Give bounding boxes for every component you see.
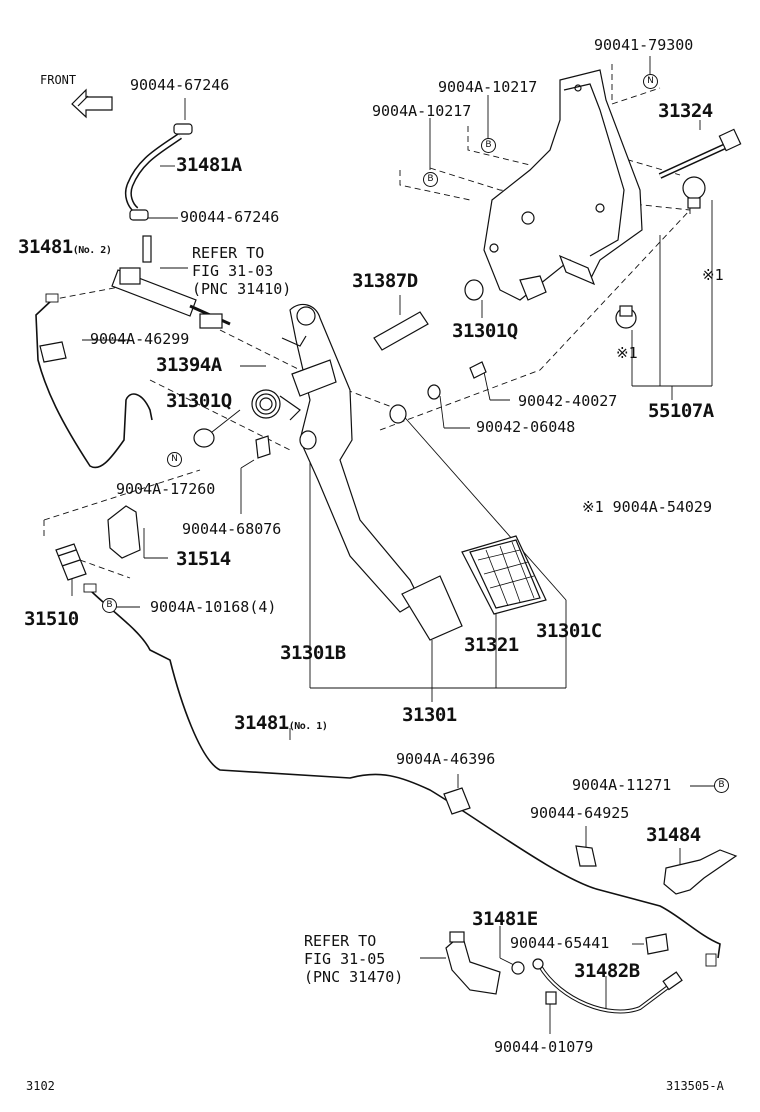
small-fasteners (193, 279, 487, 459)
mark-b-2: B (423, 172, 438, 187)
part-9004a-10217-a: 9004A-10217 (438, 78, 538, 96)
part-31324: 31324 (658, 100, 713, 122)
part-31394a: 31394A (156, 354, 222, 376)
mark-b-4: B (714, 778, 729, 793)
part-90044-67246-a: 90044-67246 (130, 76, 230, 94)
part-31481-no2: 31481(No. 2) (18, 236, 112, 258)
part-9004a-17260: 9004A-17260 (116, 480, 216, 498)
pedal-bracket (483, 69, 643, 301)
part-31301q-b: 31301Q (166, 390, 232, 412)
part-90044-68076: 90044-68076 (182, 520, 282, 538)
part-31301b: 31301B (280, 642, 346, 664)
part-90042-40027: 90042-40027 (518, 392, 618, 410)
part-31321: 31321 (464, 634, 519, 656)
part-31510: 31510 (24, 608, 79, 630)
part-9004a-46299: 9004A-46299 (90, 330, 190, 348)
pedal-pad (461, 535, 547, 615)
switch-bracket (107, 505, 141, 559)
return-spring (251, 389, 301, 421)
refer-note-31470: REFER TO FIG 31-05 (PNC 31470) (304, 932, 404, 986)
part-9004a-11271: 9004A-11271 (572, 776, 672, 794)
part-31482b: 31482B (574, 960, 640, 982)
master-cylinder (111, 235, 231, 329)
part-31387d: 31387D (352, 270, 418, 292)
clutch-pedal (281, 303, 463, 641)
part-55107a: 55107A (648, 400, 714, 422)
part-31301: 31301 (402, 704, 457, 726)
mark-n-left: N (167, 452, 182, 467)
star-mark-b: ※1 (616, 344, 638, 362)
hose-bracket (663, 849, 738, 895)
refer-note-31410: REFER TO FIG 31-03 (PNC 31410) (192, 244, 292, 298)
footer-left: 3102 (26, 1079, 55, 1093)
clip-65441 (645, 933, 669, 955)
part-90041-79300: 90041-79300 (594, 36, 694, 54)
mark-n-top: N (643, 74, 658, 89)
part-90042-06048: 90042-06048 (476, 418, 576, 436)
part-31481-no1: 31481(No. 1) (234, 712, 328, 734)
release-cylinder (445, 931, 501, 995)
part-31484: 31484 (646, 824, 701, 846)
clutch-line-no2 (35, 299, 153, 469)
part-31481-no2-suffix: (No. 2) (72, 245, 112, 256)
star-note: ※1 9004A-54029 (582, 498, 712, 516)
part-90044-65441: 90044-65441 (510, 934, 610, 952)
front-arrow-icon (71, 88, 113, 119)
front-label: FRONT (40, 73, 77, 87)
clip-64925 (575, 845, 597, 867)
part-9004a-46396: 9004A-46396 (396, 750, 496, 768)
part-31301c: 31301C (536, 620, 602, 642)
part-31481a: 31481A (176, 154, 242, 176)
part-31481-no1-number: 31481 (234, 712, 289, 734)
leader-lines (71, 56, 714, 1034)
clamp-46396 (443, 787, 471, 815)
part-90044-01079: 90044-01079 (494, 1038, 594, 1056)
mark-b-3: B (102, 598, 117, 613)
part-9004a-10168: 9004A-10168(4) (150, 598, 277, 616)
part-31481e: 31481E (472, 908, 538, 930)
clutch-damper (55, 543, 87, 581)
mark-b-1: B (481, 138, 496, 153)
part-90044-64925: 90044-64925 (530, 804, 630, 822)
part-31301q-a: 31301Q (452, 320, 518, 342)
part-31481-no1-suffix: (No. 1) (288, 721, 328, 732)
footer-right: 313505-A (666, 1079, 724, 1093)
bolt-31324 (658, 128, 742, 179)
clutch-line-no1 (89, 589, 721, 959)
reservoir-hose (124, 123, 193, 221)
part-31481-no2-number: 31481 (18, 236, 73, 258)
stopper-cushions (615, 176, 706, 329)
pedal-collar (373, 311, 429, 351)
clip-46299 (39, 341, 67, 363)
part-31514: 31514 (176, 548, 231, 570)
part-9004a-10217-b: 9004A-10217 (372, 102, 472, 120)
star-mark-a: ※1 (702, 266, 724, 284)
part-90044-67246-b: 90044-67246 (180, 208, 280, 226)
